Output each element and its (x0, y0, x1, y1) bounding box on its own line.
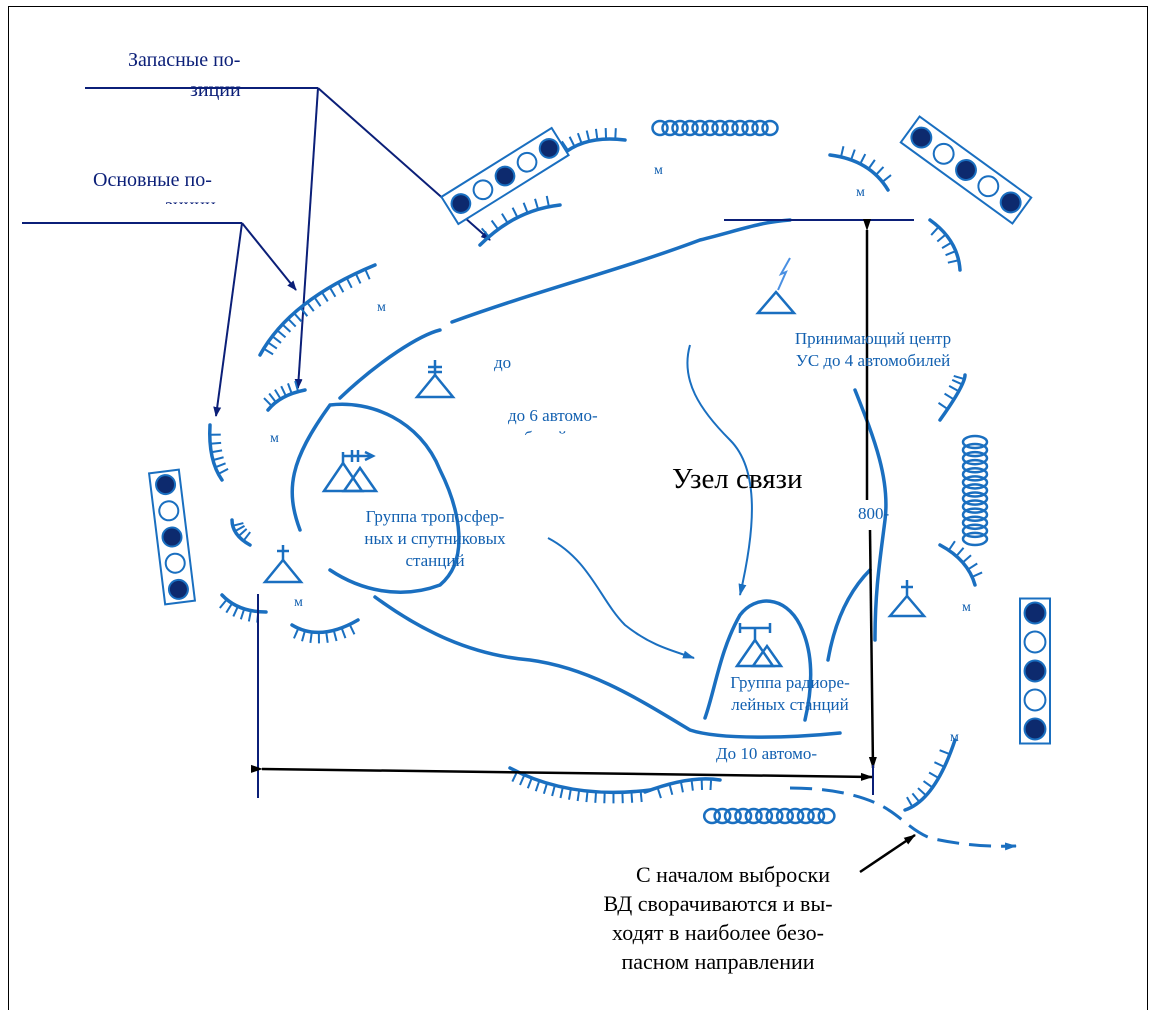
wire-obstacle-icon (961, 434, 989, 547)
mine-marker: м (950, 730, 959, 745)
withdrawal-note: С началом выброски ВД сворачиваются и вы… (603, 862, 833, 974)
mine-marker: м (856, 185, 865, 200)
main-positions-label: Основные по- зиции (93, 169, 216, 204)
node-title: Узел связи (672, 463, 803, 495)
trench-icon (643, 777, 722, 799)
dimension-lines (250, 219, 916, 874)
trench-icon (937, 373, 967, 422)
mine-marker: м (270, 431, 279, 446)
trench-icon (258, 263, 377, 357)
vehicle-column-icon (440, 126, 570, 226)
trench-group (208, 128, 983, 812)
receiving-center-label: Принимающий центр УС до 4 автомобилей (794, 329, 952, 370)
diagram-frame (8, 6, 1148, 1010)
wire-obstacle-icon (651, 119, 779, 137)
trench-icon (230, 518, 252, 547)
trench-icon (560, 128, 627, 157)
vehicle-column-icon (899, 115, 1033, 225)
trench-icon (219, 593, 268, 623)
trench-icon (478, 195, 562, 247)
mine-marker: м (962, 600, 971, 615)
do-6-label: до 6 автомо- билей (508, 406, 598, 435)
mine-marker: м (654, 163, 663, 178)
withdrawal-route (789, 786, 1017, 851)
do-10-label: До 10 автомо- (716, 744, 818, 763)
receiving-station-icon (755, 257, 797, 315)
tropo-group-label: Группа тропосфер- ных и спутниковых стан… (364, 507, 506, 570)
wire-obstacle-icon (702, 807, 836, 825)
trench-icon (208, 423, 229, 482)
station-triangle-icon (887, 580, 927, 618)
tropo-station-icon (321, 450, 379, 493)
trench-icon (928, 218, 962, 272)
thin-routes (547, 344, 753, 659)
do-label: до (494, 353, 512, 372)
mine-marker: м (294, 595, 303, 610)
reserve-positions-label: Запасные по- зиции (128, 49, 241, 101)
station-symbols (262, 257, 927, 668)
vehicle-column-icon (147, 468, 197, 606)
radio-group-label: Группа радиоре- лейных станций (730, 673, 850, 714)
trench-icon (263, 380, 307, 412)
leader-lines (22, 87, 491, 417)
distance-label: 800- (858, 504, 890, 523)
vehicle-column-icon (1019, 597, 1051, 745)
trench-icon (290, 618, 360, 644)
mine-marker: м (377, 300, 386, 315)
column-group (147, 115, 1051, 745)
trench-icon (938, 540, 983, 587)
station-triangle-icon (414, 360, 456, 399)
radio-relay-station-icon (734, 623, 784, 668)
terrain-contours (290, 218, 888, 739)
trench-icon (828, 145, 892, 192)
station-triangle-icon (262, 545, 304, 584)
trench-icon (903, 738, 957, 812)
coil-group (651, 119, 989, 825)
